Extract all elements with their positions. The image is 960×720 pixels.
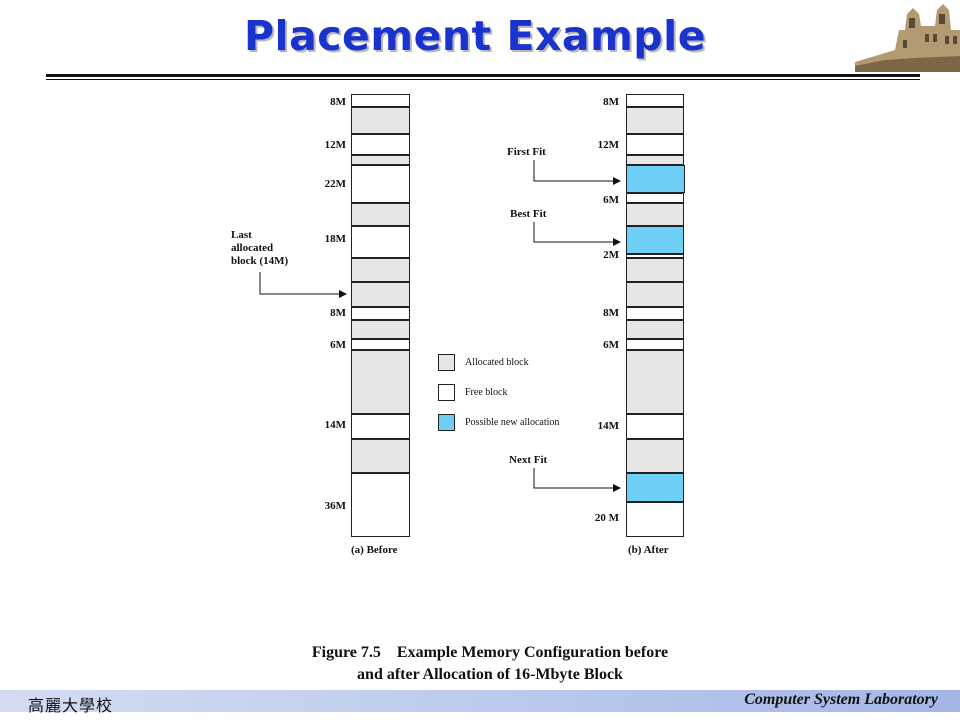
after-block-allocated — [626, 439, 684, 473]
before-block-free — [351, 226, 410, 258]
before-size-label: 22M — [324, 178, 346, 190]
before-block-free — [351, 473, 410, 537]
before-block-allocated — [351, 155, 410, 165]
title-divider-thin — [46, 79, 920, 80]
before-block-allocated — [351, 203, 410, 226]
after-block-free — [626, 94, 684, 107]
after-block-free — [626, 193, 684, 203]
legend-swatch-allocated — [438, 354, 455, 371]
after-block-allocated — [626, 258, 684, 282]
legend-swatch-new — [438, 414, 455, 431]
after-block-new — [626, 165, 685, 193]
before-block-allocated — [351, 439, 410, 473]
university-name: 高麗大學校 — [28, 696, 114, 715]
after-block-free — [626, 307, 684, 320]
footer-bar — [0, 690, 960, 712]
last-allocated-arrow — [259, 272, 347, 298]
before-block-free — [351, 165, 410, 203]
after-block-free — [626, 254, 684, 258]
after-block-free — [626, 502, 684, 537]
before-block-allocated — [351, 350, 410, 414]
after-block-free — [626, 134, 684, 155]
after-block-allocated — [626, 282, 684, 307]
before-size-label: 8M — [330, 96, 346, 108]
before-block-free — [351, 339, 410, 350]
after-size-label: 8M — [603, 96, 619, 108]
next-fit-arrow — [533, 468, 621, 492]
before-block-free — [351, 94, 410, 107]
after-block-allocated — [626, 107, 684, 134]
legend-label: Possible new allocation — [465, 417, 560, 428]
after-block-free — [626, 339, 684, 350]
after-block-allocated — [626, 350, 684, 414]
before-caption: (a) Before — [351, 544, 398, 556]
university-building-logo — [855, 0, 960, 72]
before-size-label: 14M — [324, 419, 346, 431]
before-size-label: 8M — [330, 307, 346, 319]
after-block-new — [626, 226, 684, 254]
legend-label: Free block — [465, 387, 508, 398]
before-block-allocated — [351, 282, 410, 307]
after-block-free — [626, 414, 684, 439]
before-block-free — [351, 134, 410, 155]
after-block-allocated — [626, 320, 684, 339]
after-size-label: 12M — [597, 139, 619, 151]
legend-swatch-free — [438, 384, 455, 401]
figure-caption: Figure 7.5 Example Memory Configuration … — [311, 644, 669, 683]
lab-name: Computer System Laboratory — [744, 691, 938, 708]
before-size-label: 36M — [324, 500, 346, 512]
before-size-label: 18M — [324, 233, 346, 245]
before-size-label: 6M — [330, 339, 346, 351]
before-size-label: 12M — [324, 139, 346, 151]
first-fit-label: First Fit — [507, 146, 546, 158]
legend-label: Allocated block — [465, 357, 529, 368]
after-size-label: 8M — [603, 307, 619, 319]
after-size-label: 2M — [603, 249, 619, 261]
next-fit-label: Next Fit — [509, 454, 548, 466]
after-block-allocated — [626, 155, 684, 165]
before-block-allocated — [351, 320, 410, 339]
after-block-allocated — [626, 203, 684, 226]
best-fit-label: Best Fit — [510, 208, 547, 220]
before-block-free — [351, 307, 410, 320]
after-size-label: 6M — [603, 339, 619, 351]
first-fit-arrow — [533, 160, 621, 185]
before-block-allocated — [351, 107, 410, 134]
before-block-free — [351, 414, 410, 439]
title-divider — [46, 74, 920, 77]
before-block-allocated — [351, 258, 410, 282]
after-size-label: 20 M — [594, 512, 619, 524]
last-allocated-note: Last allocated block (14M) — [231, 229, 289, 267]
slide-title: Placement Example — [243, 12, 707, 60]
after-block-new — [626, 473, 684, 502]
after-size-label: 14M — [597, 420, 619, 432]
after-size-label: 6M — [603, 194, 619, 206]
after-caption: (b) After — [628, 544, 669, 556]
best-fit-arrow — [533, 222, 621, 246]
